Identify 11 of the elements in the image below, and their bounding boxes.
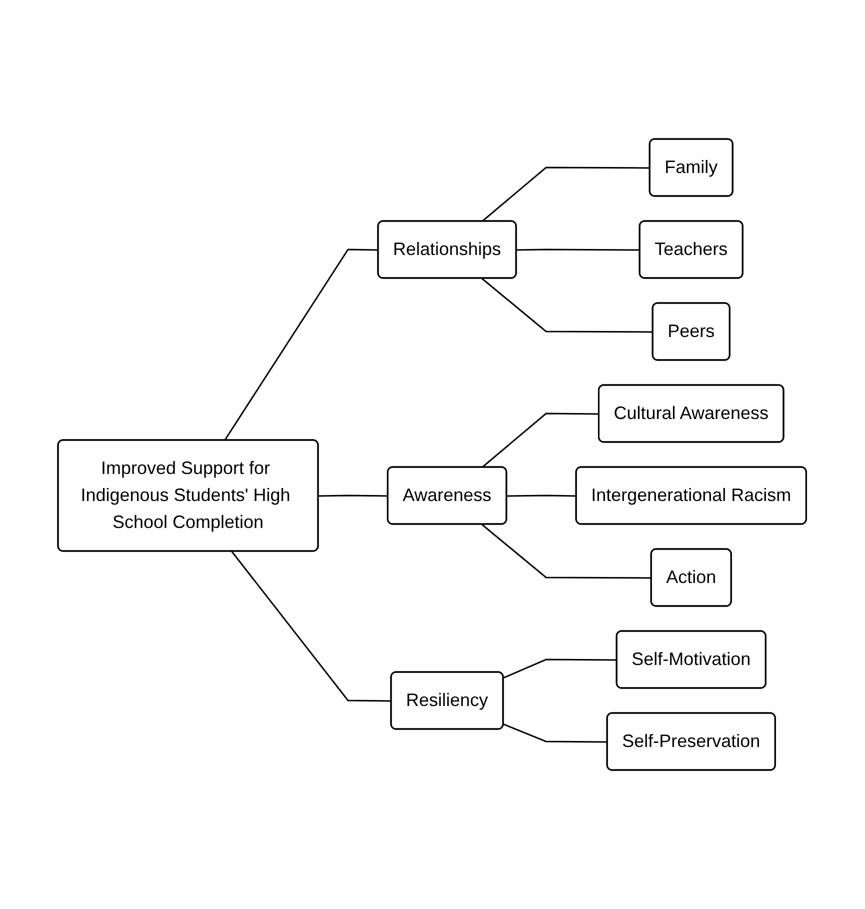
connector xyxy=(318,494,389,497)
connector xyxy=(504,658,618,678)
connector xyxy=(482,278,654,333)
connector xyxy=(224,248,379,441)
connector xyxy=(504,724,608,743)
connector xyxy=(482,166,651,222)
connector xyxy=(482,524,652,579)
connector xyxy=(482,412,600,468)
connector xyxy=(516,248,640,251)
connector xyxy=(507,494,577,497)
connector xyxy=(232,551,392,702)
